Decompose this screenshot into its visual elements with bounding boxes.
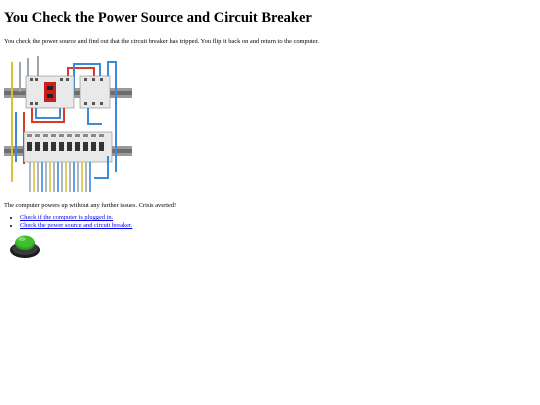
choice-list: Check if the computer is plugged in. Che… — [4, 214, 534, 230]
choice-link-power-source[interactable]: Check the power source and circuit break… — [20, 222, 133, 229]
page-content: You Check the Power Source and Circuit B… — [4, 0, 534, 259]
intro-paragraph: You check the power source and find out … — [4, 38, 319, 45]
list-item: Check the power source and circuit break… — [20, 222, 534, 230]
outcome-paragraph: The computer powers up without any furth… — [4, 202, 177, 209]
circuit-breaker-panel-illustration — [4, 52, 132, 192]
list-item: Check if the computer is plugged in. — [20, 214, 534, 222]
page-title: You Check the Power Source and Circuit B… — [4, 10, 312, 26]
start-button[interactable] — [9, 233, 41, 259]
green-push-button-icon — [10, 235, 40, 258]
choice-link-plugged-in[interactable]: Check if the computer is plugged in. — [20, 214, 114, 221]
circuit-breaker-panel-icon — [4, 56, 132, 192]
